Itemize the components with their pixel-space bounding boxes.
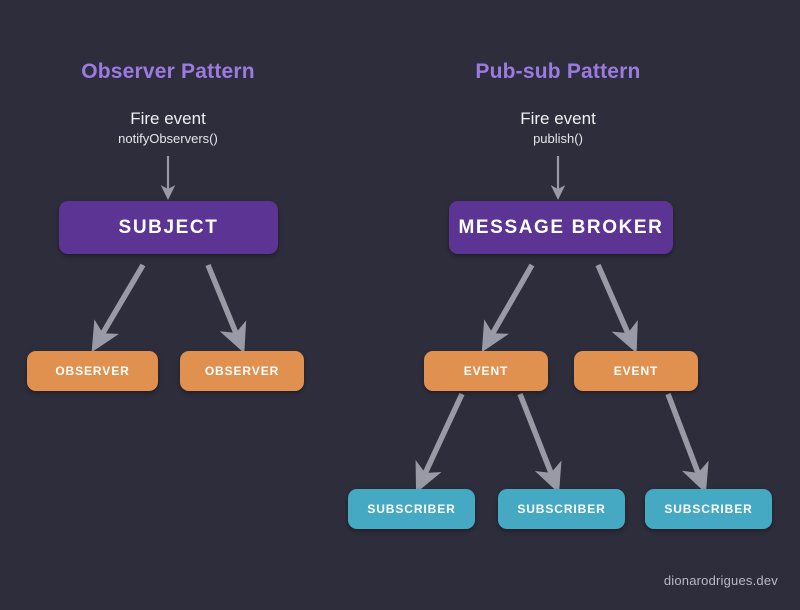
- arrow-event2-to-subscriber3: [665, 393, 709, 494]
- node-event-1[interactable]: EVENT: [424, 351, 548, 391]
- arrow-subject-to-observer-1: [91, 263, 146, 353]
- pubsub-fire-event-main: Fire event: [520, 109, 596, 128]
- node-subscriber-2[interactable]: SUBSCRIBER: [498, 489, 625, 529]
- observer-fire-event-method: notifyObservers(): [118, 131, 218, 146]
- pubsub-fire-event-method: publish(): [533, 131, 583, 146]
- observer-pattern-title: Observer Pattern: [81, 60, 255, 83]
- pubsub-fire-event-label: Fire event publish(): [390, 108, 726, 148]
- node-observer-2[interactable]: OBSERVER: [180, 351, 304, 391]
- node-event-2[interactable]: EVENT: [574, 351, 698, 391]
- arrow-broker-to-event-1: [481, 263, 535, 353]
- arrow-subject-to-observer-2: [205, 263, 247, 354]
- node-subject[interactable]: SUBJECT: [59, 201, 278, 254]
- pubsub-pattern-title: Pub-sub Pattern: [475, 60, 641, 83]
- observer-fire-event-main: Fire event: [130, 109, 206, 128]
- watermark-credit: dionarodrigues.dev: [663, 573, 778, 588]
- node-message-broker[interactable]: MESSAGE BROKER: [449, 201, 673, 254]
- arrow-event1-to-subscriber1: [415, 392, 465, 493]
- node-subscriber-1[interactable]: SUBSCRIBER: [348, 489, 475, 529]
- arrow-event1-to-subscriber2: [517, 392, 562, 494]
- arrow-broker-to-event-2: [595, 263, 638, 354]
- node-subscriber-3[interactable]: SUBSCRIBER: [645, 489, 772, 529]
- observer-fire-event-label: Fire event notifyObservers(): [0, 108, 336, 148]
- node-observer-1[interactable]: OBSERVER: [27, 351, 158, 391]
